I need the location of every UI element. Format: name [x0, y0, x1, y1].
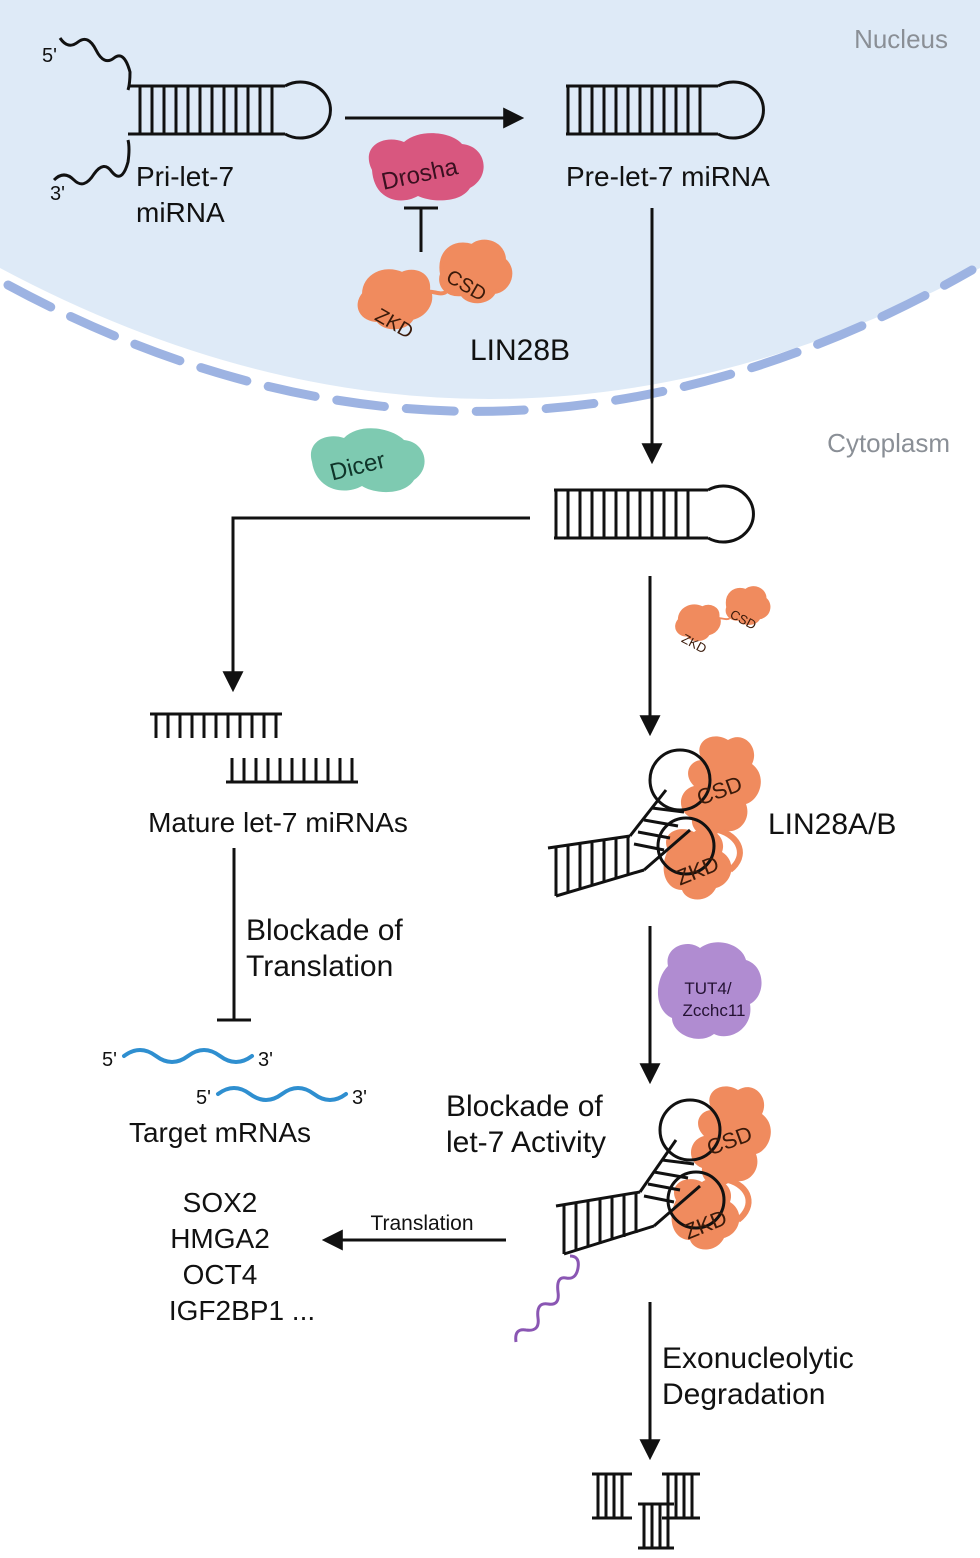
- target-mrnas: [122, 1048, 348, 1102]
- tut4-protein: [657, 942, 762, 1039]
- lin28ab-label: LIN28A/B: [768, 808, 896, 841]
- mature-let7-duplex: [150, 712, 358, 784]
- tut4-label-line2: Zcchc11: [683, 1001, 746, 1020]
- cytoplasm-label: Cytoplasm: [827, 428, 950, 458]
- drosha-protein: [368, 133, 484, 201]
- mature-let7-label: Mature let-7 miRNAs: [148, 807, 408, 838]
- nucleus-region: [0, 0, 980, 399]
- tut4-label-line1: TUT4/: [684, 979, 732, 998]
- degradation-line2: Degradation: [662, 1378, 825, 1411]
- drosha-inhibition: [404, 206, 438, 252]
- pri-five-prime: 5': [42, 45, 57, 67]
- blockade-translation-line1: Blockade of: [246, 914, 403, 947]
- pre-let7-cytoplasm-hairpin: [554, 484, 755, 544]
- target-three-prime-1: 3': [258, 1049, 273, 1071]
- gene-igf2bp1: IGF2BP1 ...: [169, 1295, 315, 1326]
- pre-let7-label: Pre-let-7 miRNA: [566, 161, 770, 192]
- target-three-prime-2: 3': [352, 1087, 367, 1109]
- degraded-fragments: [592, 1472, 700, 1550]
- nuclear-envelope: [3, 265, 977, 416]
- lin28-pre-let7-complex: [547, 736, 761, 900]
- blockade-activity-line2: let-7 Activity: [446, 1126, 606, 1159]
- blockade-activity-line1: Blockade of: [446, 1090, 603, 1123]
- target-five-prime-2: 5': [196, 1087, 211, 1109]
- translation-inhibition: [217, 848, 251, 1022]
- translation-label: Translation: [370, 1212, 473, 1235]
- nucleus-label: Nucleus: [854, 24, 948, 54]
- pri-let7-label-line2: miRNA: [136, 197, 225, 228]
- pri-let7-hairpin: [52, 37, 332, 186]
- dicer-protein: [310, 428, 425, 493]
- dicer-processing-arrow: [222, 516, 530, 693]
- target-mrnas-label: Target mRNAs: [129, 1117, 311, 1148]
- pre-let7-hairpin: [566, 80, 765, 140]
- gene-sox2: SOX2: [183, 1187, 258, 1218]
- blockade-translation-line2: Translation: [246, 950, 393, 983]
- gene-hmga2: HMGA2: [170, 1223, 270, 1254]
- pri-three-prime: 3': [50, 183, 65, 205]
- lin28b-label: LIN28B: [470, 334, 570, 367]
- degradation-line1: Exonucleolytic: [662, 1342, 854, 1375]
- gene-oct4: OCT4: [183, 1259, 258, 1290]
- uridylated-complex: [514, 1086, 771, 1343]
- pri-let7-label-line1: Pri-let-7: [136, 161, 234, 192]
- target-five-prime-1: 5': [102, 1049, 117, 1071]
- oligo-u-tail: [514, 1254, 580, 1343]
